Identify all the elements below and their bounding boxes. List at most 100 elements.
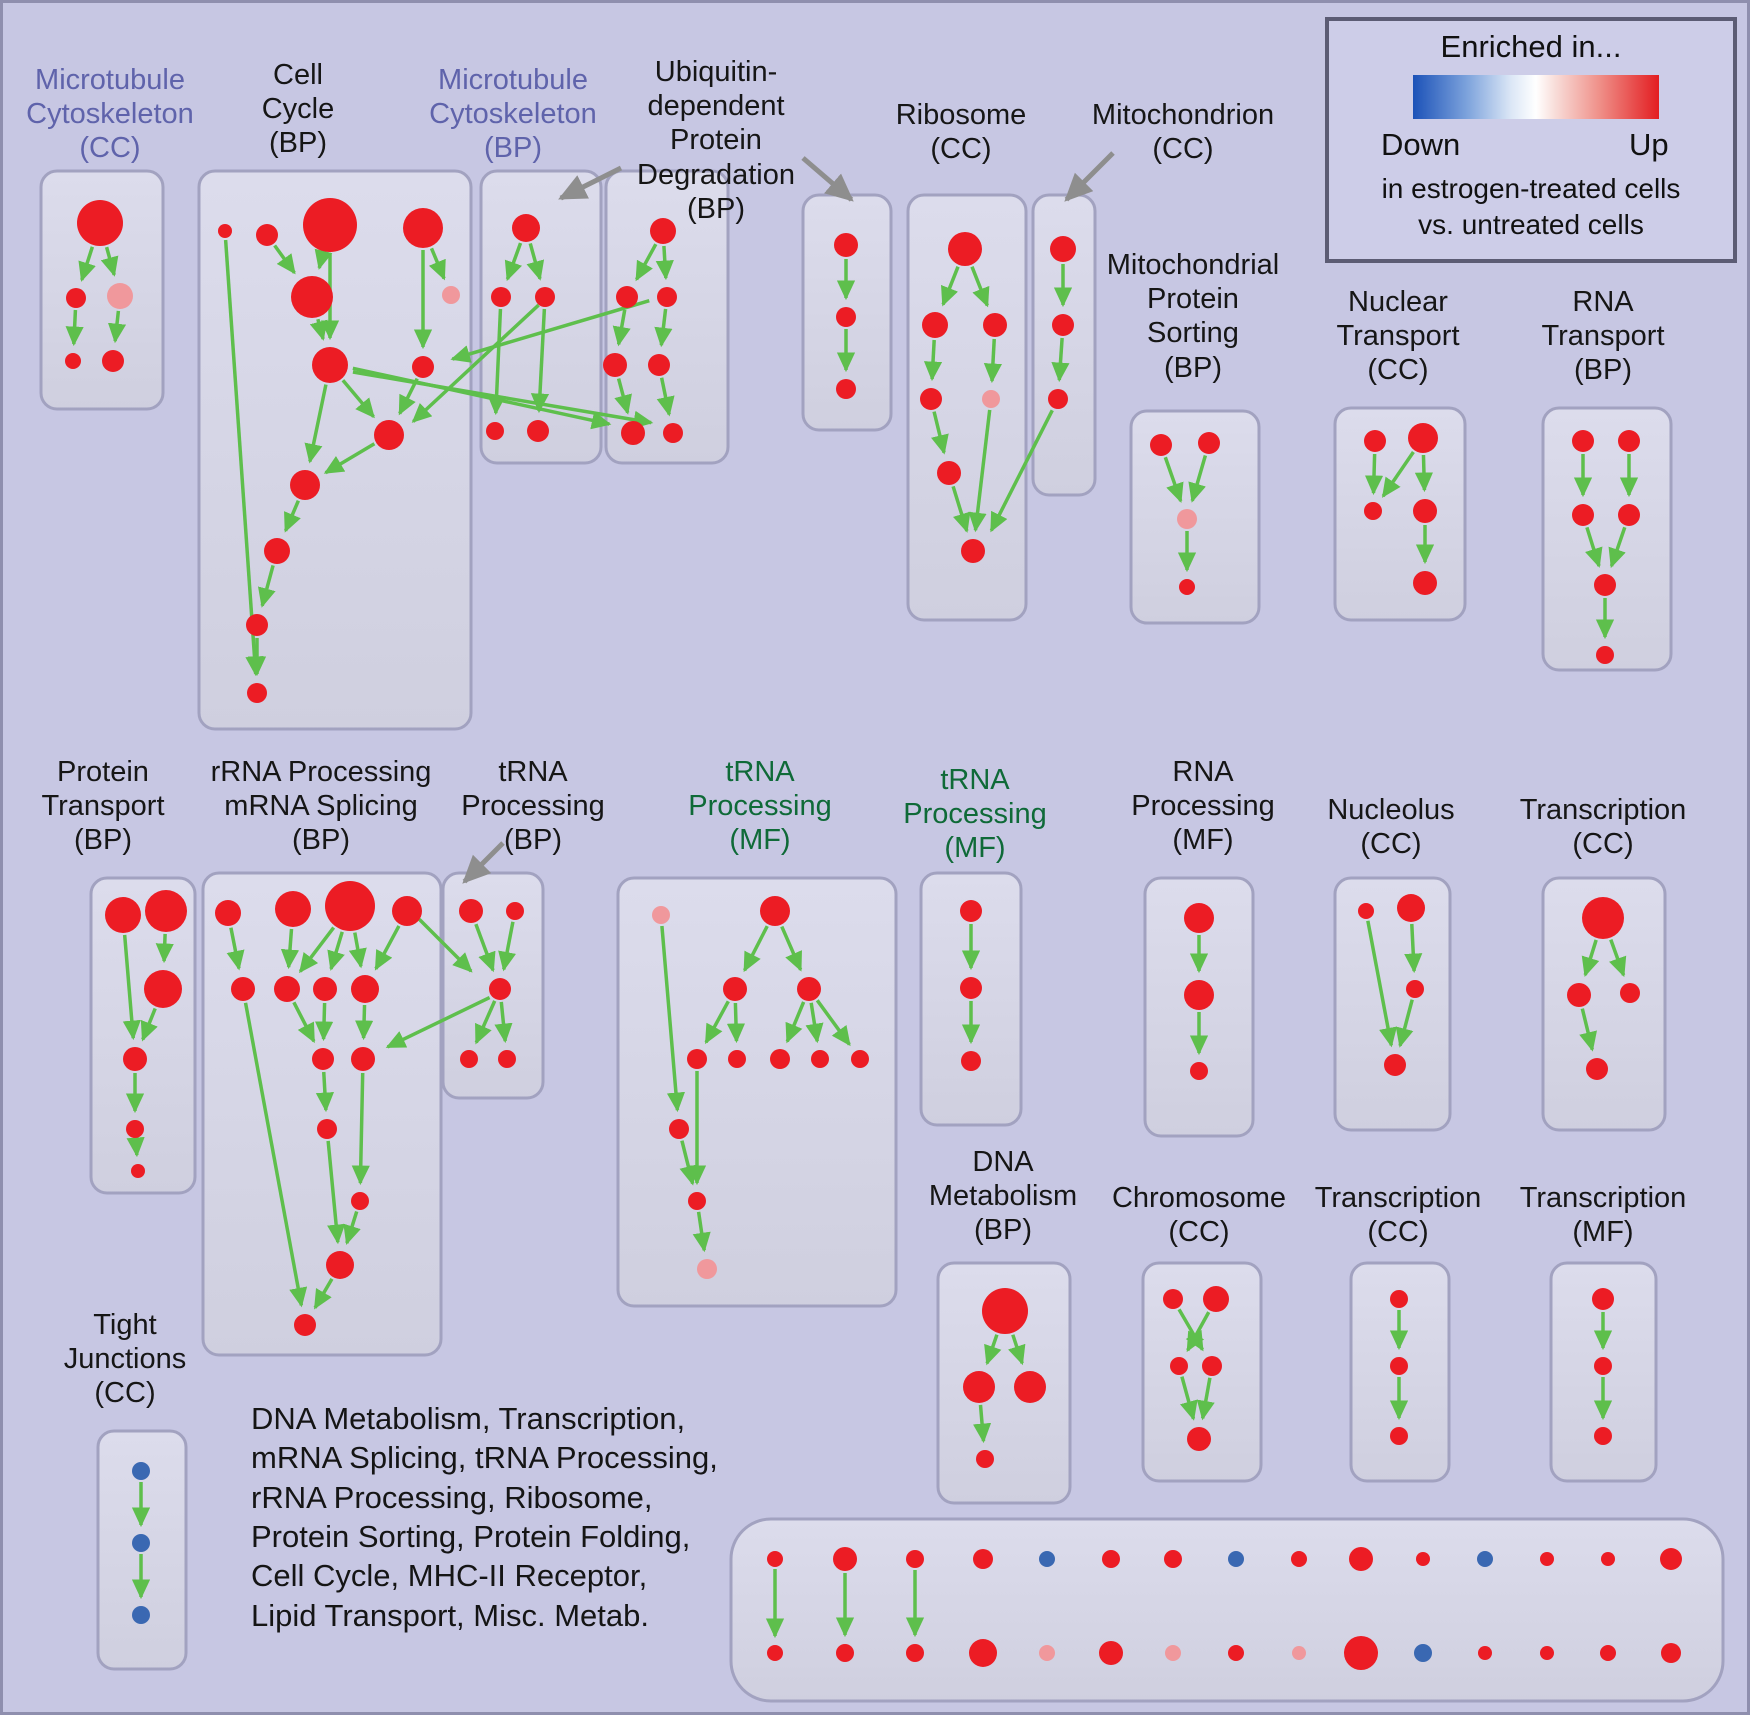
go-term-node [65,353,81,369]
go-term-node [648,354,670,376]
go-term-node [77,200,123,246]
edge-arrow [313,1277,334,1310]
go-term-node [616,286,638,308]
go-term-node [1414,1644,1432,1662]
go-term-node [1567,983,1591,1007]
go-term-node [489,978,511,1000]
edge-arrow [100,246,119,277]
go-term-node [603,353,627,377]
go-term-node [351,1047,375,1071]
go-term-node [1202,1356,1222,1376]
go-term-node [920,388,942,410]
edge-arrow [374,925,401,971]
go-term-node [459,899,483,923]
edge-arrow [968,409,992,533]
edge-arrow [326,1140,346,1245]
go-term-node [1048,389,1068,409]
edge-arrow [355,1004,374,1041]
edge-arrow [635,243,658,282]
group-box-transcription-cc-1 [1541,876,1667,1132]
go-term-node [937,461,961,485]
go-term-node [1600,1645,1616,1661]
edge-arrow [704,1000,730,1045]
group-box-nucleolus-cc [1333,876,1452,1132]
edge-arrow [273,244,296,275]
go-term-node [1102,1550,1120,1568]
edge-arrow [155,933,174,964]
edge-arrow [1381,451,1415,498]
go-term-node [963,1371,995,1403]
edge-arrow [972,1404,992,1444]
go-term-node [290,470,320,500]
go-term-node [834,233,858,257]
go-term-node [1014,1371,1046,1403]
edge-arrow [1366,920,1398,1048]
edge-arrow [1186,1311,1211,1353]
go-term-node [506,902,524,920]
edge-arrow [314,248,333,270]
go-term-node [264,538,290,564]
edge-arrow [984,1334,1002,1366]
edge-arrow [348,932,367,969]
go-term-node [392,896,422,926]
go-term-node [1164,1550,1182,1568]
edge-arrow [1404,923,1423,974]
edge-arrow [126,1136,145,1158]
cross-edge-arrow [352,370,654,429]
go-term-node [512,214,540,242]
edge-arrow [292,1001,316,1044]
go-term-node [1291,1551,1307,1567]
go-term-node [351,975,379,1003]
go-term-node [961,1051,981,1071]
go-term-node [1099,1641,1123,1665]
go-term-node [1416,1552,1430,1566]
edge-arrow [614,378,632,415]
go-term-node [291,276,333,318]
go-term-node [1228,1551,1244,1567]
edge-arrow [494,1001,513,1044]
edge-arrow [785,1001,806,1044]
edge-arrow [1196,1377,1215,1421]
go-term-node [486,422,504,440]
edge-arrow [1163,456,1184,504]
go-term-node [247,683,267,703]
edge-arrow [660,925,686,1113]
go-term-node [317,1119,337,1139]
group-box-dna-metabolism-bp [936,1261,1072,1505]
edge-arrow [226,927,245,971]
go-term-node [1413,499,1437,523]
legend: Enriched in... Down Up in estrogen-treat… [1325,17,1737,263]
edge-arrow [243,1002,308,1308]
edge-arrow [107,310,127,344]
misc-note-line: Protein Sorting, Protein Folding, [251,1519,691,1555]
edge-arrow [780,925,803,972]
edge-arrow [743,925,769,973]
edge-arrow [474,923,496,973]
edge-arrow [1395,999,1414,1048]
edge-arrow [343,1210,361,1246]
go-term-node [687,1049,707,1069]
edge-arrow [298,926,336,974]
go-term-node [126,1120,144,1138]
go-term-node [1572,430,1594,452]
group-box-chromosome-cc [1141,1261,1263,1483]
go-term-node [697,1259,717,1279]
go-term-node [1184,980,1214,1010]
edge-arrow [655,245,674,281]
edge-arrow [1188,455,1208,503]
group-box-microtubule-cytoskeleton-bp [479,169,603,465]
go-term-node [1594,1427,1612,1445]
go-term-node [132,1606,150,1624]
edge-arrow [805,1002,824,1044]
misc-note-line: Cell Cycle, MHC-II Receptor, [251,1558,648,1594]
group-box-microtubule-cytoskeleton-cc [39,169,165,411]
edge-arrow [280,928,300,970]
edge-arrow [941,266,960,307]
go-term-node [982,390,1000,408]
misc-panel-box [729,1517,1725,1703]
go-term-node [723,977,747,1001]
go-term-node [1596,646,1614,664]
go-term-node [218,224,232,238]
go-term-node [1384,1054,1406,1076]
